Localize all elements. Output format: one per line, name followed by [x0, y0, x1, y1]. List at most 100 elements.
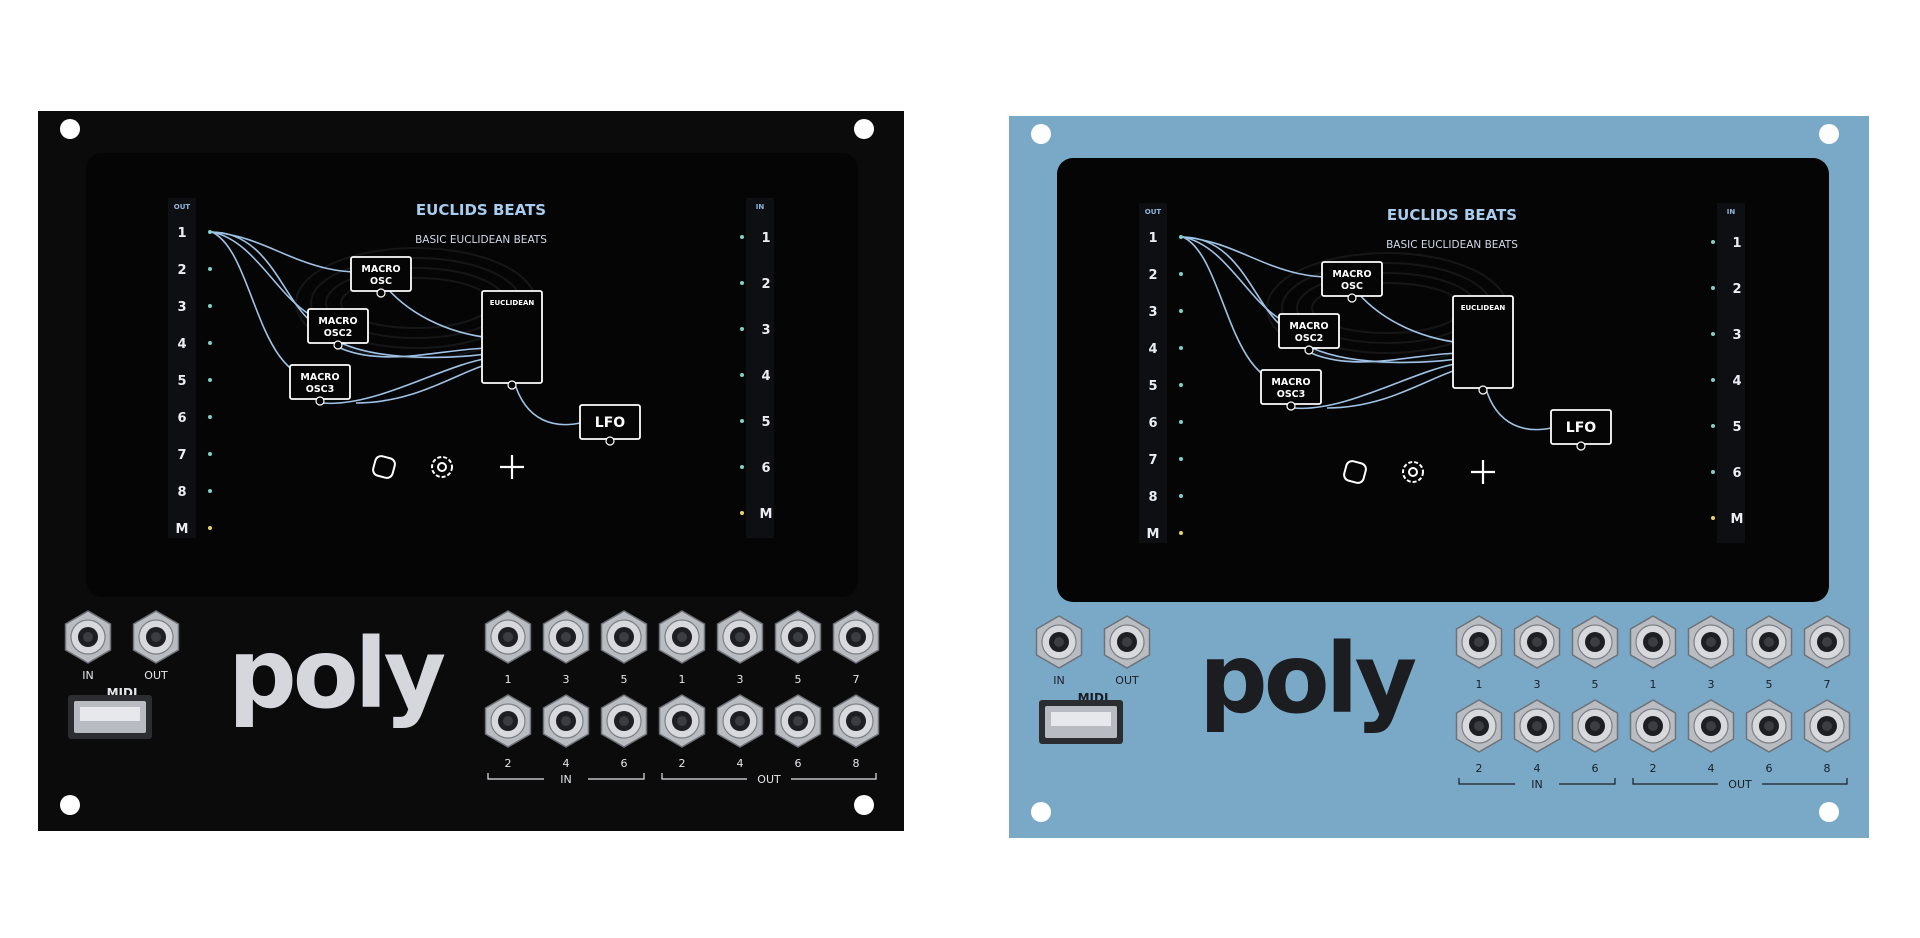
- in-port-dot: [740, 327, 744, 331]
- jack-top-4[interactable]: [1687, 615, 1735, 669]
- jack-label: 5: [795, 673, 802, 686]
- jack-bottom-5[interactable]: [774, 694, 822, 748]
- jack-bottom-3[interactable]: [1629, 699, 1677, 753]
- in-port-2[interactable]: 2: [1732, 282, 1741, 297]
- out-port-2[interactable]: 2: [177, 263, 186, 278]
- jack-bottom-1[interactable]: [542, 694, 590, 748]
- node-euclidean[interactable]: EUCLIDEAN: [481, 290, 543, 390]
- out-group-label: OUT: [757, 773, 781, 786]
- out-port-M[interactable]: M: [1147, 527, 1160, 542]
- out-port-4[interactable]: 4: [177, 337, 186, 352]
- jack-top-2[interactable]: [1571, 615, 1619, 669]
- jack-top-4[interactable]: [716, 610, 764, 664]
- out-port-1[interactable]: 1: [1148, 231, 1157, 246]
- in-port-M[interactable]: M: [1731, 512, 1744, 527]
- node-macro-osc[interactable]: MACRO OSC: [350, 256, 412, 298]
- plus-icon[interactable]: [500, 455, 524, 479]
- jack-top-2[interactable]: [600, 610, 648, 664]
- node-lfo[interactable]: LFO: [579, 404, 641, 446]
- usb-port[interactable]: [1039, 700, 1123, 744]
- usb-port[interactable]: [68, 695, 152, 739]
- gear-icon[interactable]: [431, 456, 453, 478]
- node-euclidean[interactable]: EUCLIDEAN: [1452, 295, 1514, 395]
- midi-in-jack[interactable]: [64, 610, 112, 664]
- jack-label: 8: [1824, 762, 1831, 775]
- jack-bottom-6[interactable]: [1803, 699, 1851, 753]
- out-port-6[interactable]: 6: [177, 411, 186, 426]
- out-port-2[interactable]: 2: [1148, 268, 1157, 283]
- in-port-2[interactable]: 2: [761, 277, 770, 292]
- jack-bottom-5[interactable]: [1745, 699, 1793, 753]
- jack-bottom-1[interactable]: [1513, 699, 1561, 753]
- jack-top-5[interactable]: [1745, 615, 1793, 669]
- in-port-4[interactable]: 4: [761, 369, 770, 384]
- jack-bottom-0[interactable]: [1455, 699, 1503, 753]
- in-port-5[interactable]: 5: [1732, 420, 1741, 435]
- jack-top-1[interactable]: [542, 610, 590, 664]
- out-port-3[interactable]: 3: [177, 300, 186, 315]
- svg-text:OSC2: OSC2: [1295, 333, 1324, 344]
- mounting-hole: [854, 795, 874, 815]
- mounting-hole: [1819, 124, 1839, 144]
- jack-top-5[interactable]: [774, 610, 822, 664]
- gear-icon[interactable]: [1402, 461, 1424, 483]
- jack-bottom-0[interactable]: [484, 694, 532, 748]
- jack-top-0[interactable]: [1455, 615, 1503, 669]
- node-macro-osc3[interactable]: MACRO OSC3: [1260, 369, 1322, 411]
- out-port-5[interactable]: 5: [1148, 379, 1157, 394]
- out-port-dot: [1179, 272, 1183, 276]
- poly-logo: poly: [1199, 623, 1416, 735]
- out-port-8[interactable]: 8: [1148, 490, 1157, 505]
- node-lfo[interactable]: LFO: [1550, 409, 1612, 451]
- jack-top-3[interactable]: [658, 610, 706, 664]
- in-port-6[interactable]: 6: [1732, 466, 1741, 481]
- rounded-square-icon[interactable]: [1343, 460, 1367, 484]
- jack-bottom-4[interactable]: [1687, 699, 1735, 753]
- jack-label: 5: [1592, 678, 1599, 691]
- in-port-M[interactable]: M: [760, 507, 773, 522]
- jack-top-6[interactable]: [832, 610, 880, 664]
- jack-top-1[interactable]: [1513, 615, 1561, 669]
- node-macro-osc2[interactable]: MACRO OSC2: [1278, 313, 1340, 355]
- out-port-6[interactable]: 6: [1148, 416, 1157, 431]
- in-port-6[interactable]: 6: [761, 461, 770, 476]
- in-port-1[interactable]: 1: [1732, 236, 1741, 251]
- jack-bottom-3[interactable]: [658, 694, 706, 748]
- out-port-dot: [208, 267, 212, 271]
- out-port-4[interactable]: 4: [1148, 342, 1157, 357]
- jack-top-0[interactable]: [484, 610, 532, 664]
- in-port-1[interactable]: 1: [761, 231, 770, 246]
- in-port-5[interactable]: 5: [761, 415, 770, 430]
- jack-label: 6: [1592, 762, 1599, 775]
- jack-top-6[interactable]: [1803, 615, 1851, 669]
- jack-top-3[interactable]: [1629, 615, 1677, 669]
- midi-in-jack[interactable]: [1035, 615, 1083, 669]
- node-macro-osc2[interactable]: MACRO OSC2: [307, 308, 369, 350]
- midi-out-jack[interactable]: [1103, 615, 1151, 669]
- jack-bottom-2[interactable]: [600, 694, 648, 748]
- in-port-4[interactable]: 4: [1732, 374, 1741, 389]
- out-port-7[interactable]: 7: [1148, 453, 1157, 468]
- out-port-8[interactable]: 8: [177, 485, 186, 500]
- midi-out-jack[interactable]: [132, 610, 180, 664]
- svg-text:EUCLIDEAN: EUCLIDEAN: [490, 299, 535, 307]
- in-port-3[interactable]: 3: [1732, 328, 1741, 343]
- out-port-M[interactable]: M: [176, 522, 189, 537]
- out-port-1[interactable]: 1: [177, 226, 186, 241]
- jack-bottom-6[interactable]: [832, 694, 880, 748]
- node-macro-osc[interactable]: MACRO OSC: [1321, 261, 1383, 303]
- svg-text:MACRO: MACRO: [318, 316, 357, 327]
- jack-bottom-2[interactable]: [1571, 699, 1619, 753]
- out-port-5[interactable]: 5: [177, 374, 186, 389]
- out-port-7[interactable]: 7: [177, 448, 186, 463]
- in-port-3[interactable]: 3: [761, 323, 770, 338]
- node-macro-osc3[interactable]: MACRO OSC3: [289, 364, 351, 406]
- rounded-square-icon[interactable]: [372, 455, 396, 479]
- jack-bottom-4[interactable]: [716, 694, 764, 748]
- out-port-3[interactable]: 3: [1148, 305, 1157, 320]
- svg-text:LFO: LFO: [595, 415, 625, 431]
- plus-icon[interactable]: [1471, 460, 1495, 484]
